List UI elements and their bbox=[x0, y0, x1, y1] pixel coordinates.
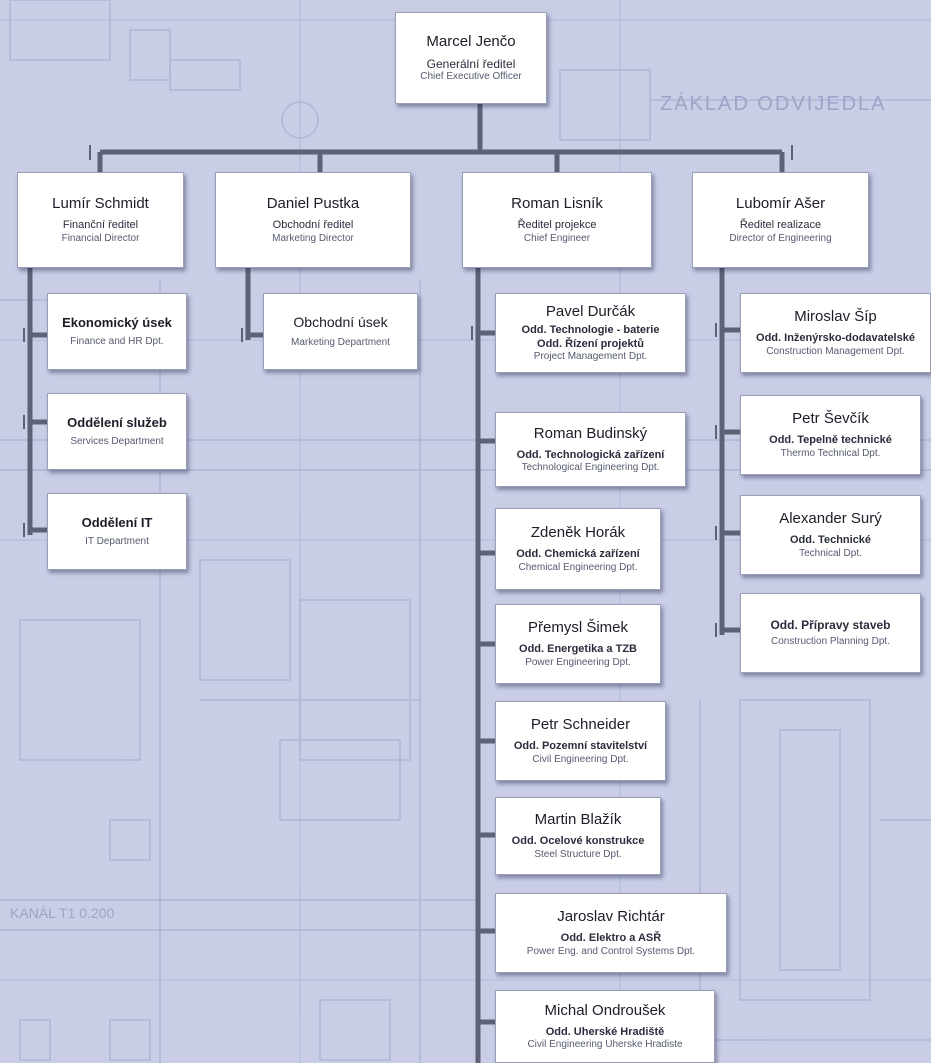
director-name: Lumír Schmidt bbox=[52, 195, 149, 213]
unit-box-steel: Martin Blažík Odd. Ocelové konstrukce St… bbox=[495, 797, 661, 875]
dept-name: Oddělení služeb bbox=[67, 414, 167, 430]
unit-head-name: Jaroslav Richtár bbox=[557, 908, 665, 926]
unit-name-en: Steel Structure Dpt. bbox=[534, 848, 622, 860]
director-title-en: Financial Director bbox=[61, 232, 140, 244]
unit-box-technological: Roman Budinský Odd. Technologická zaříze… bbox=[495, 412, 686, 487]
unit-name-cz: Odd. Elektro a ASŘ bbox=[560, 932, 662, 945]
director-box-chief-engineer: Roman Lisník Ředitel projekce Chief Engi… bbox=[462, 172, 652, 268]
unit-head-name: Alexander Surý bbox=[779, 510, 882, 528]
ceo-title-en: Chief Executive Officer bbox=[420, 71, 522, 83]
unit-box-technical: Alexander Surý Odd. Technické Technical … bbox=[740, 495, 921, 575]
unit-box-power: Přemysl Šimek Odd. Energetika a TZB Powe… bbox=[495, 604, 661, 684]
unit-name-en: Construction Planning Dpt. bbox=[771, 636, 890, 648]
unit-name-cz: Odd. Technické bbox=[789, 534, 872, 547]
dept-name: Oddělení IT bbox=[81, 514, 153, 530]
director-title-en: Chief Engineer bbox=[523, 232, 591, 244]
unit-name-en: Thermo Technical Dpt. bbox=[780, 447, 881, 459]
unit-box-construction-management: Miroslav Šíp Odd. Inženýrsko-dodavatelsk… bbox=[740, 293, 931, 373]
unit-name-en: Chemical Engineering Dpt. bbox=[518, 561, 638, 573]
ceo-name: Marcel Jenčo bbox=[426, 32, 516, 50]
ceo-box: Marcel Jenčo Generální ředitel Chief Exe… bbox=[395, 12, 547, 104]
unit-name-cz: Odd. Technologie - baterie bbox=[521, 324, 660, 337]
unit-name-cz: Odd. Tepelně technické bbox=[769, 434, 892, 447]
bg-label-a: ZÁKLAD ODVIJEDLA bbox=[660, 92, 887, 115]
unit-name-en: Power Eng. and Control Systems Dpt. bbox=[526, 945, 696, 957]
unit-box-civil: Petr Schneider Odd. Pozemní stavitelství… bbox=[495, 701, 666, 781]
dept-box-services: Oddělení služeb Services Department bbox=[47, 393, 187, 470]
unit-head-name: Pavel Durčák bbox=[545, 303, 636, 321]
director-box-engineering: Lubomír Ašer Ředitel realizace Director … bbox=[692, 172, 869, 268]
unit-name-en: Civil Engineering Uherske Hradiste bbox=[527, 1039, 683, 1051]
unit-name-en: Construction Management Dpt. bbox=[766, 345, 905, 357]
dept-box-it: Oddělení IT IT Department bbox=[47, 493, 187, 570]
unit-name-cz: Odd. Přípravy staveb bbox=[770, 617, 891, 632]
unit-head-name: Martin Blažík bbox=[534, 811, 622, 829]
director-name: Daniel Pustka bbox=[266, 195, 360, 213]
dept-box-marketing: Obchodní úsek Marketing Department bbox=[263, 293, 418, 370]
unit-name-en: Technical Dpt. bbox=[799, 547, 862, 559]
unit-name-en: Power Engineering Dpt. bbox=[525, 656, 631, 668]
ceo-title-cz: Generální ředitel bbox=[426, 56, 516, 71]
unit-name-en: Technological Engineering Dpt. bbox=[521, 462, 660, 474]
unit-name-en: Civil Engineering Dpt. bbox=[532, 753, 629, 765]
unit-box-electro: Jaroslav Richtár Odd. Elektro a ASŘ Powe… bbox=[495, 893, 727, 973]
unit-name-cz: Odd. Ocelové konstrukce bbox=[511, 835, 645, 848]
director-name: Roman Lisník bbox=[511, 195, 603, 213]
unit-head-name: Roman Budinský bbox=[533, 424, 648, 442]
dept-name: Obchodní úsek bbox=[293, 314, 388, 331]
director-title-cz: Obchodní ředitel bbox=[272, 219, 354, 232]
unit-box-thermo: Petr Ševčík Odd. Tepelně technické Therm… bbox=[740, 395, 921, 475]
unit-head-name: Michal Ondroušek bbox=[544, 1001, 666, 1019]
unit-head-name: Miroslav Šíp bbox=[794, 308, 877, 326]
unit-name-cz: Odd. Energetika a TZB bbox=[519, 643, 637, 656]
unit-head-name: Petr Ševčík bbox=[792, 410, 869, 428]
dept-name-en: Services Department bbox=[70, 436, 164, 448]
unit-box-construction-planning: Odd. Přípravy staveb Construction Planni… bbox=[740, 593, 921, 673]
unit-box-project-management: Pavel Durčák Odd. Technologie - baterie … bbox=[495, 293, 686, 373]
dept-box-finance: Ekonomický úsek Finance and HR Dpt. bbox=[47, 293, 187, 370]
director-box-marketing: Daniel Pustka Obchodní ředitel Marketing… bbox=[215, 172, 411, 268]
director-title-cz: Ředitel projekce bbox=[517, 219, 597, 232]
unit-head-name: Přemysl Šimek bbox=[527, 619, 628, 637]
dept-name-en: IT Department bbox=[85, 536, 149, 548]
unit-name-cz: Odd. Inženýrsko-dodavatelské bbox=[756, 332, 915, 345]
unit-box-chemical: Zdeněk Horák Odd. Chemická zařízení Chem… bbox=[495, 508, 661, 590]
unit-head-name: Petr Schneider bbox=[530, 716, 631, 734]
dept-name-en: Marketing Department bbox=[291, 336, 390, 348]
unit-head-name: Zdeněk Horák bbox=[530, 524, 626, 542]
unit-name-cz: Odd. Technologická zařízení bbox=[516, 448, 665, 461]
director-title-cz: Finanční ředitel bbox=[62, 219, 139, 232]
unit-name-cz: Odd. Pozemní stavitelství bbox=[513, 740, 648, 753]
unit-name-en: Project Management Dpt. bbox=[533, 350, 648, 362]
unit-name-cz: Odd. Chemická zařízení bbox=[516, 548, 640, 561]
unit-name-cz: Odd. Uherské Hradiště bbox=[545, 1025, 665, 1038]
unit-box-uherske-hradiste: Michal Ondroušek Odd. Uherské Hradiště C… bbox=[495, 990, 715, 1063]
bg-label-b: KANÁL T1 0.200 bbox=[10, 905, 115, 921]
director-title-cz: Ředitel realizace bbox=[739, 219, 822, 232]
dept-name-en: Finance and HR Dpt. bbox=[70, 336, 164, 348]
director-name: Lubomír Ašer bbox=[735, 195, 826, 213]
unit-name-cz-2: Odd. Řízení projektů bbox=[537, 337, 644, 350]
director-title-en: Director of Engineering bbox=[729, 232, 832, 244]
dept-name: Ekonomický úsek bbox=[62, 314, 172, 330]
director-title-en: Marketing Director bbox=[272, 232, 354, 244]
director-box-financial: Lumír Schmidt Finanční ředitel Financial… bbox=[17, 172, 184, 268]
